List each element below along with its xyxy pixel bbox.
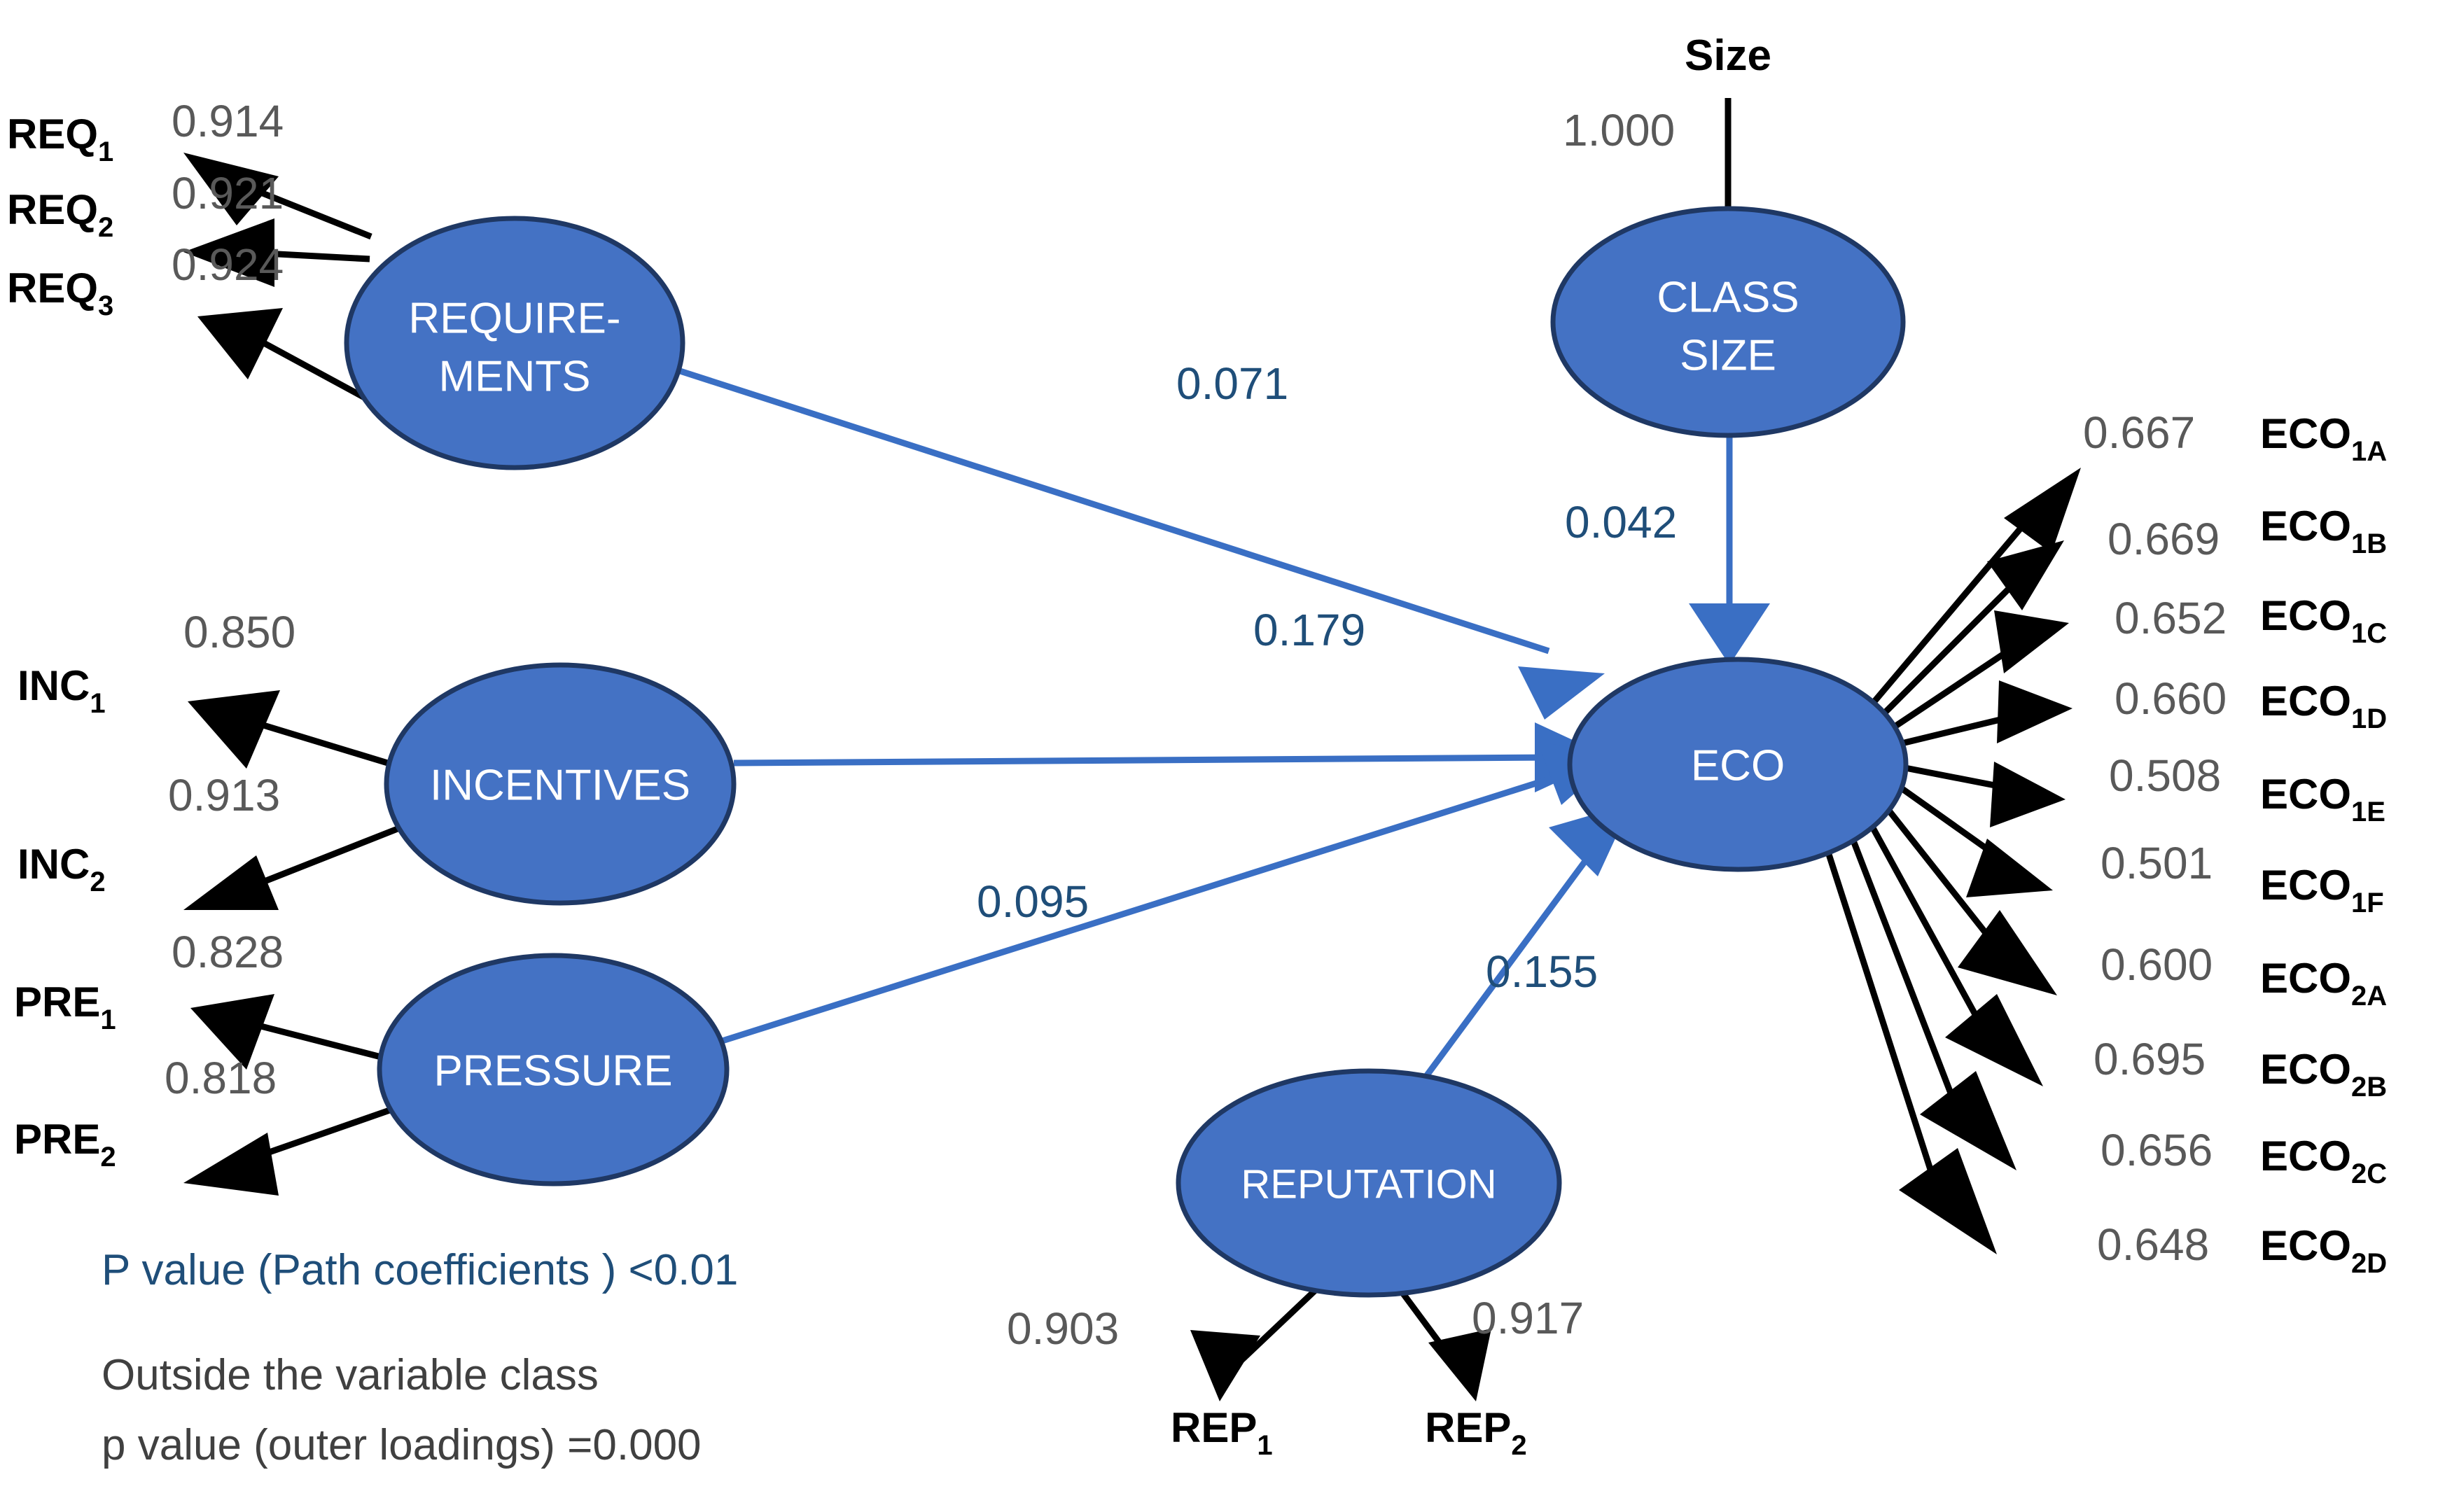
legend-outside-variable-class: Outside the variable class (102, 1351, 599, 1399)
legend-path-coefficients-pvalue: P value (Path coefficients ) <0.01 (102, 1246, 738, 1294)
outer-loading-req3: 0.924 (172, 239, 284, 290)
edge-incentives-inc1 (188, 690, 407, 772)
outer-loading-eco2c: 0.656 (2101, 1125, 2213, 1175)
edge-requirements-req2 (183, 218, 370, 287)
edge-eco-eco1b (1881, 540, 2064, 717)
outer-loading-req2: 0.921 (172, 168, 284, 218)
construct-label-requirements-line2: MENTS (439, 353, 591, 401)
indicator-req3: REQ3 (7, 265, 113, 321)
indicator-pre1: PRE1 (14, 979, 116, 1035)
edge-incentives-inc2 (183, 822, 406, 910)
path-coefficient-pressure-eco: 0.095 (977, 876, 1089, 927)
indicator-eco2a: ECO2A (2260, 955, 2387, 1011)
indicator-eco1f: ECO1F (2260, 862, 2384, 918)
edge-eco-eco2d (1823, 844, 1997, 1254)
outer-loading-rep2: 0.917 (1472, 1293, 1584, 1343)
construct-label-incentives: INCENTIVES (430, 762, 690, 810)
construct-label-pressure: PRESSURE (433, 1047, 672, 1096)
indicators-left: 0.914 REQ1 0.921 REQ2 0.924 REQ3 0.850 I… (7, 96, 295, 1172)
outer-loading-eco1d: 0.660 (2115, 673, 2227, 724)
outer-loading-eco1a: 0.667 (2083, 407, 2195, 458)
indicator-eco2d: ECO2D (2260, 1222, 2387, 1279)
indicator-eco1c: ECO1C (2260, 592, 2387, 649)
edge-pressure-pre1 (190, 994, 388, 1070)
edge-requirements-eco (674, 366, 1605, 720)
path-coefficient-requirements-eco: 0.071 (1176, 358, 1288, 409)
outer-loading-inc2: 0.913 (168, 770, 280, 820)
edge-classsize-eco (1689, 438, 1770, 665)
indicator-eco1e: ECO1E (2260, 771, 2385, 827)
construct-pressure[interactable]: PRESSURE (377, 953, 730, 1186)
outer-loading-eco1c: 0.652 (2115, 593, 2227, 643)
outer-loading-inc1: 0.850 (183, 607, 295, 657)
outer-loading-req1: 0.914 (172, 96, 284, 146)
edge-eco-eco2c (1846, 830, 2016, 1170)
indicator-inc2: INC2 (18, 841, 106, 897)
legend: P value (Path coefficients ) <0.01 Outsi… (102, 1246, 738, 1469)
edge-eco-eco1d (1900, 680, 2073, 747)
indicator-eco2c: ECO2C (2260, 1133, 2387, 1189)
measurement-edges-eco (1823, 468, 2081, 1254)
outer-loading-eco2a: 0.600 (2101, 939, 2213, 990)
path-coefficient-reputation-eco: 0.155 (1486, 946, 1598, 997)
outer-loading-eco2d: 0.648 (2097, 1219, 2209, 1270)
indicators-right: 0.667 ECO1A 0.669 ECO1B 0.652 ECO1C 0.66… (2083, 407, 2387, 1279)
edge-reputation-rep1 (1190, 1285, 1321, 1401)
edge-reputation-rep2 (1396, 1286, 1491, 1401)
path-coefficient-classsize-eco: 0.042 (1565, 497, 1677, 547)
measurement-edges-reputation (1190, 1285, 1491, 1401)
outer-loading-rep1: 0.903 (1007, 1303, 1119, 1354)
outer-loading-size: 1.000 (1563, 105, 1675, 155)
construct-label-reputation: REPUTATION (1241, 1162, 1496, 1208)
edge-eco-eco1e (1901, 762, 2066, 827)
edge-eco-eco1f (1895, 783, 2053, 897)
construct-eco[interactable]: ECO (1567, 657, 1909, 872)
indicator-eco1a: ECO1A (2260, 410, 2387, 467)
indicator-req1: REQ1 (7, 111, 113, 167)
indicator-pre2: PRE2 (14, 1116, 116, 1172)
outer-loading-pre1: 0.828 (172, 927, 284, 977)
measurement-edges-left (183, 153, 407, 1196)
indicator-inc1: INC1 (18, 662, 106, 719)
edge-eco-eco1a (1868, 468, 2081, 708)
indicators-bottom: 0.903 REP1 0.917 REP2 (1007, 1293, 1584, 1461)
outer-loading-pre2: 0.818 (165, 1053, 277, 1103)
path-coefficient-incentives-eco: 0.179 (1253, 605, 1365, 655)
indicator-eco1b: ECO1B (2260, 503, 2387, 559)
edge-pressure-pre2 (183, 1104, 399, 1196)
indicator-eco2b: ECO2B (2260, 1046, 2387, 1102)
edge-requirements-req1 (183, 153, 372, 240)
construct-incentives[interactable]: INCENTIVES (384, 662, 737, 906)
edge-eco-eco2a (1881, 802, 2057, 995)
indicator-rep1: REP1 (1171, 1404, 1273, 1461)
construct-class-size[interactable]: CLASS SIZE (1550, 206, 1906, 438)
construct-requirements[interactable]: REQUIRE- MENTS (344, 216, 685, 470)
edge-eco-eco2b (1865, 817, 2043, 1086)
path-coefficient-labels: 0.071 0.042 0.179 0.095 0.155 (977, 358, 1677, 997)
construct-label-requirements-line1: REQUIRE- (408, 295, 620, 343)
legend-outer-loadings-pvalue: p value (outer loadings) =0.000 (102, 1421, 702, 1469)
indicator-eco1d: ECO1D (2260, 678, 2387, 734)
construct-label-class-size-line1: CLASS (1657, 274, 1799, 322)
exogenous-label-size: Size (1685, 31, 1771, 80)
construct-reputation[interactable]: REPUTATION (1176, 1068, 1562, 1298)
indicator-req2: REQ2 (7, 186, 113, 243)
outer-loading-eco1f: 0.501 (2101, 838, 2213, 888)
outer-loading-eco1b: 0.669 (2108, 514, 2220, 564)
construct-label-class-size-line2: SIZE (1680, 332, 1776, 380)
outer-loading-eco2b: 0.695 (2094, 1034, 2206, 1084)
construct-label-eco: ECO (1691, 742, 1785, 790)
outer-loading-eco1e: 0.508 (2109, 750, 2221, 801)
indicator-rep2: REP2 (1425, 1404, 1527, 1461)
edge-eco-eco1c (1893, 610, 2069, 729)
